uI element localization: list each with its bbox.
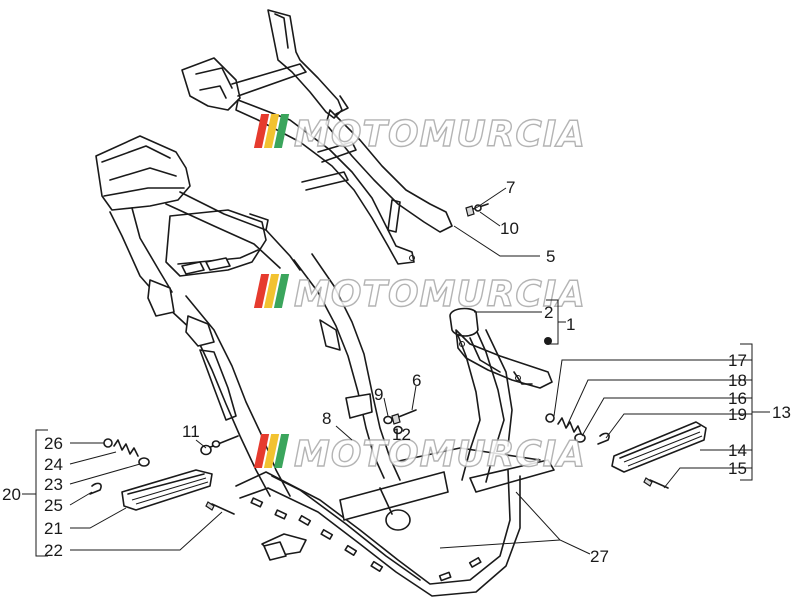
left-footrest-assembly bbox=[89, 438, 235, 515]
callout-23: 23 bbox=[44, 475, 63, 494]
callout-16: 16 bbox=[728, 389, 747, 408]
callout-14: 14 bbox=[728, 441, 747, 460]
watermark-logo-stripes bbox=[253, 114, 290, 148]
callout-11: 11 bbox=[182, 422, 200, 441]
leader-lines bbox=[22, 187, 770, 557]
callout-5: 5 bbox=[546, 247, 555, 266]
watermark-text: MOTOMURCIA bbox=[294, 114, 586, 155]
callout-17: 17 bbox=[728, 351, 747, 370]
callout-8: 8 bbox=[322, 409, 331, 428]
hardware bbox=[200, 203, 489, 456]
watermark-text: MOTOMURCIA bbox=[294, 274, 586, 315]
steering-bracket bbox=[449, 307, 553, 389]
watermark-logo-stripes bbox=[253, 274, 290, 308]
callout-13: 13 bbox=[772, 403, 791, 422]
callout-20: 20 bbox=[2, 485, 21, 504]
callouts: 7 10 5 2 1 6 9 8 12 11 17 18 16 19 14 15… bbox=[2, 178, 791, 566]
callout-15: 15 bbox=[728, 459, 747, 478]
watermark-middle: MOTOMURCIA bbox=[253, 273, 586, 316]
right-footrest-assembly bbox=[545, 413, 707, 489]
callout-25: 25 bbox=[44, 496, 63, 515]
callout-9: 9 bbox=[374, 385, 383, 404]
callout-19: 19 bbox=[728, 405, 747, 424]
callout-22: 22 bbox=[44, 541, 63, 560]
callout-1: 1 bbox=[566, 315, 575, 334]
watermark-text: MOTOMURCIA bbox=[294, 434, 586, 475]
callout-18: 18 bbox=[728, 371, 747, 390]
main-frame bbox=[95, 135, 555, 597]
callout-21: 21 bbox=[44, 519, 63, 538]
watermark-logo-stripes bbox=[253, 434, 290, 468]
watermark-top: MOTOMURCIA bbox=[253, 113, 586, 156]
callout-2: 2 bbox=[544, 303, 553, 322]
callout-12: 12 bbox=[392, 425, 411, 444]
callout-6: 6 bbox=[412, 371, 421, 390]
callout-26: 26 bbox=[44, 434, 63, 453]
callout-24: 24 bbox=[44, 455, 63, 474]
callout-10: 10 bbox=[500, 219, 519, 238]
callout-27: 27 bbox=[590, 547, 609, 566]
callout-dot-1 bbox=[544, 337, 552, 345]
callout-7: 7 bbox=[506, 178, 515, 197]
watermark-bottom: MOTOMURCIA bbox=[253, 433, 586, 476]
